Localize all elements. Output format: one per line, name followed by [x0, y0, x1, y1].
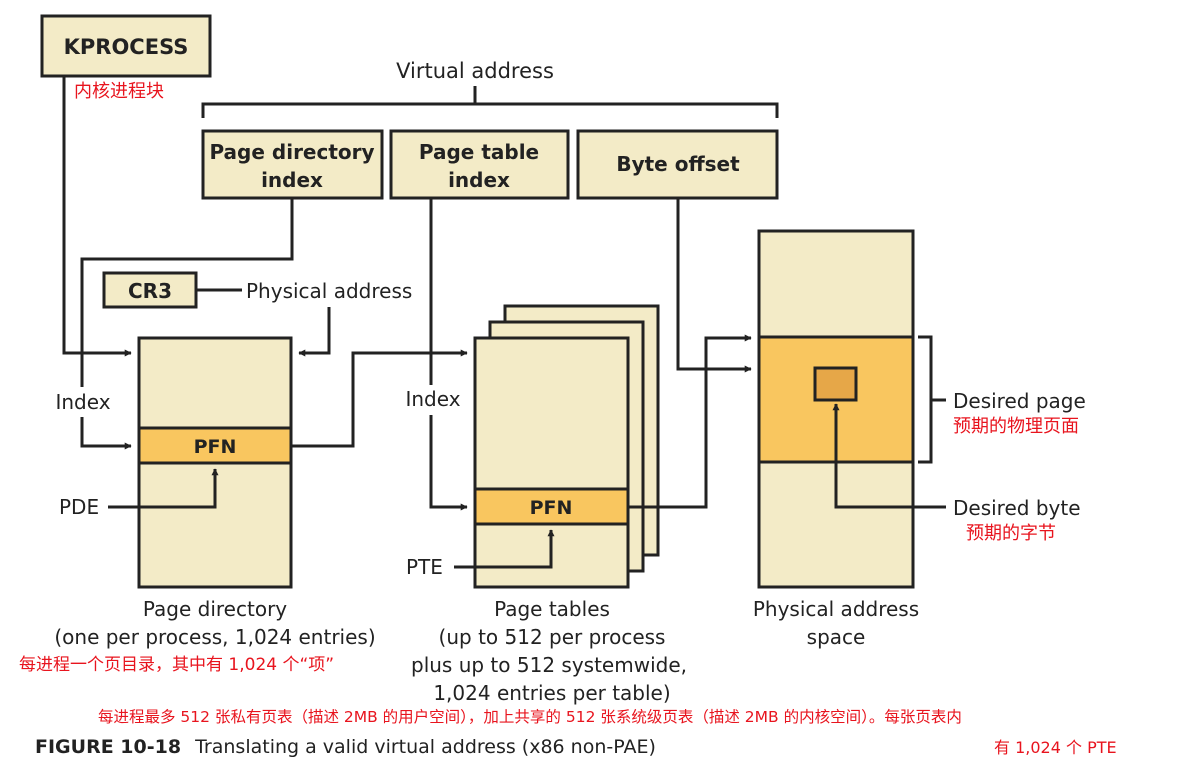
- desired-page-brace: [918, 335, 946, 464]
- page-directory-caption-1: Page directory: [143, 597, 287, 621]
- desired-page-label: Desired page: [953, 389, 1086, 413]
- physical-space-caption-2: space: [807, 625, 866, 649]
- physical-space-caption-1: Physical address: [753, 597, 919, 621]
- page-directory-annotation: 每进程一个页目录，其中有 1,024 个“项”: [19, 655, 334, 675]
- page-tables-annotation-line2: 有 1,024 个 PTE: [994, 738, 1117, 757]
- virtual-address-label: Virtual address: [396, 59, 554, 83]
- pte-pfn-label: PFN: [530, 497, 573, 519]
- index-label-left: Index: [55, 390, 110, 414]
- desired-byte-cell: [813, 366, 858, 402]
- page-directory-index-box: [201, 129, 384, 200]
- byte-offset-box: [576, 129, 779, 200]
- byte-offset-arrow: [676, 198, 752, 373]
- pti-index-arrow: [429, 198, 468, 511]
- kprocess-annotation: 内核进程块: [74, 81, 164, 102]
- page-tables-annotation-line1: 每进程最多 512 张私有页表（描述 2MB 的用户空间），加上共享的 512 …: [98, 708, 962, 726]
- pde-pfn-label: PFN: [194, 436, 237, 458]
- pte-pfn-entry: [473, 487, 630, 526]
- figure-number: FIGURE 10-18: [35, 736, 181, 758]
- pde-label: PDE: [59, 495, 99, 519]
- figure-caption-text: Translating a valid virtual address (x86…: [194, 736, 656, 758]
- page-tables-caption-4: 1,024 entries per table): [433, 681, 670, 705]
- page-directory-caption-2: (one per process, 1,024 entries): [54, 625, 375, 649]
- byte-offset-label: Byte offset: [616, 152, 740, 176]
- index-label-bg-left: [52, 387, 114, 417]
- figure-caption: FIGURE 10-18 Translating a valid virtual…: [35, 736, 656, 758]
- desired-page-annotation: 预期的物理页面: [953, 416, 1079, 437]
- cr3-label: CR3: [128, 279, 172, 303]
- pde-to-pagetable-arrow: [291, 349, 468, 448]
- desired-byte-label: Desired byte: [953, 496, 1081, 520]
- pte-pointer: [454, 529, 555, 569]
- page-table-index-box: [389, 129, 570, 200]
- pti-label-line2: index: [448, 168, 510, 192]
- pde-pointer: [108, 468, 219, 509]
- index-label-middle: Index: [405, 387, 460, 411]
- desired-byte-annotation: 预期的字节: [966, 523, 1056, 544]
- index-label-bg-middle: [402, 385, 464, 415]
- virtual-address-bracket: [201, 86, 779, 118]
- pte-label: PTE: [406, 555, 443, 579]
- page-tables-caption-3: plus up to 512 systemwide,: [411, 653, 687, 677]
- desired-byte-pointer: [832, 403, 946, 509]
- kprocess-label: KPROCESS: [64, 35, 189, 59]
- cr3-box: [102, 271, 198, 309]
- pti-label-line1: Page table: [419, 140, 539, 164]
- pdi-index-arrow: [80, 198, 294, 450]
- kprocess-to-pagedir-arrow: [62, 76, 132, 357]
- physical-address-arrow: [298, 307, 331, 357]
- pdi-label-line2: index: [261, 168, 323, 192]
- pte-to-physical-arrow: [628, 334, 752, 509]
- kprocess-box: [40, 14, 212, 78]
- page-tables-caption-2: (up to 512 per process: [439, 625, 666, 649]
- pdi-label-line1: Page directory: [209, 140, 374, 164]
- physical-address-label: Physical address: [246, 279, 412, 303]
- page-tables-caption-1: Page tables: [494, 597, 610, 621]
